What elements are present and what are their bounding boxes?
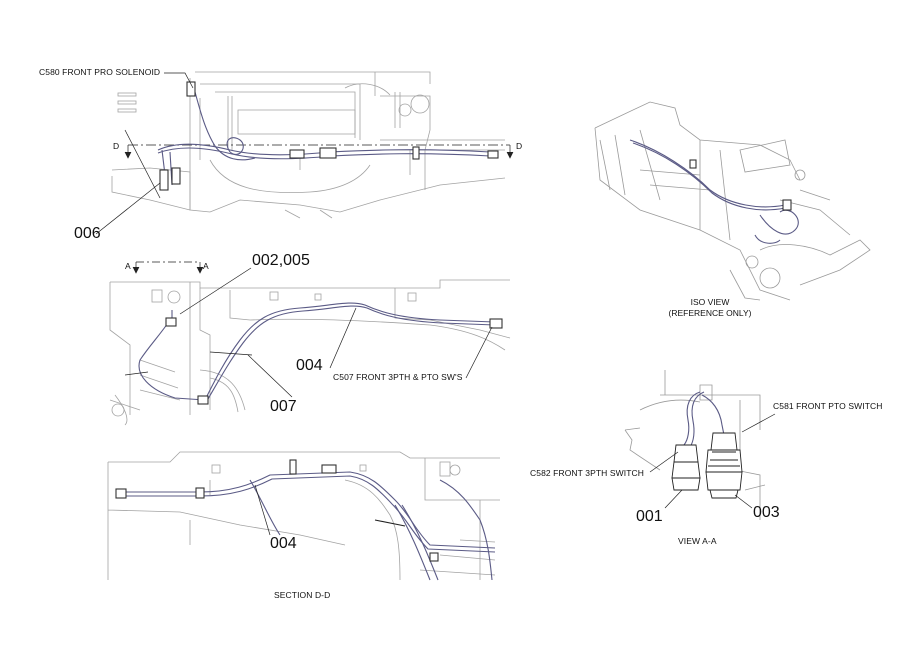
section-marker-a-left: A (125, 261, 131, 271)
callout-c582-front-3pth-switch: C582 FRONT 3PTH SWITCH (530, 468, 644, 478)
item-number-006: 006 (74, 225, 101, 242)
item-number-003: 003 (753, 504, 780, 521)
item-number-002-005: 002,005 (252, 252, 310, 269)
view-title-view-a-a: VIEW A-A (678, 536, 717, 546)
item-number-004-upper: 004 (296, 357, 323, 374)
leader-lines (95, 72, 776, 536)
view-aa-harness (683, 391, 725, 448)
item-number-007: 007 (270, 398, 297, 415)
section-line-a (132, 261, 204, 274)
view-aa-connectors (671, 432, 743, 499)
view-title-section-d-d: SECTION D-D (274, 590, 331, 600)
iso-view-harness (629, 139, 799, 244)
iso-view-title-line-2: (REFERENCE ONLY) (668, 307, 752, 318)
callout-c507-front-3pth-pto-switches: C507 FRONT 3PTH & PTO SW'S (333, 372, 463, 382)
iso-view-drawing (594, 101, 871, 301)
section-dd-harness (115, 459, 496, 581)
callout-c580-front-pro-solenoid: C580 FRONT PRO SOLENOID (39, 67, 161, 77)
section-dd-drawing (107, 451, 500, 581)
item-number-001: 001 (636, 508, 663, 525)
view-title-iso-view: ISO VIEW (REFERENCE ONLY) (660, 297, 760, 318)
middle-view-drawing (109, 279, 511, 426)
iso-view-title-line-1: ISO VIEW (690, 297, 730, 307)
callout-c581-front-pto-switch: C581 FRONT PTO SWITCH (773, 401, 883, 411)
section-marker-a-right: A (203, 261, 209, 271)
middle-view-harness (138, 302, 503, 405)
section-marker-d-left: D (113, 141, 120, 151)
section-line-d (124, 144, 514, 159)
item-number-004-lower: 004 (270, 535, 297, 552)
top-view-drawing (111, 71, 506, 219)
section-marker-d-right: D (516, 141, 523, 151)
top-view-harness (157, 81, 499, 191)
